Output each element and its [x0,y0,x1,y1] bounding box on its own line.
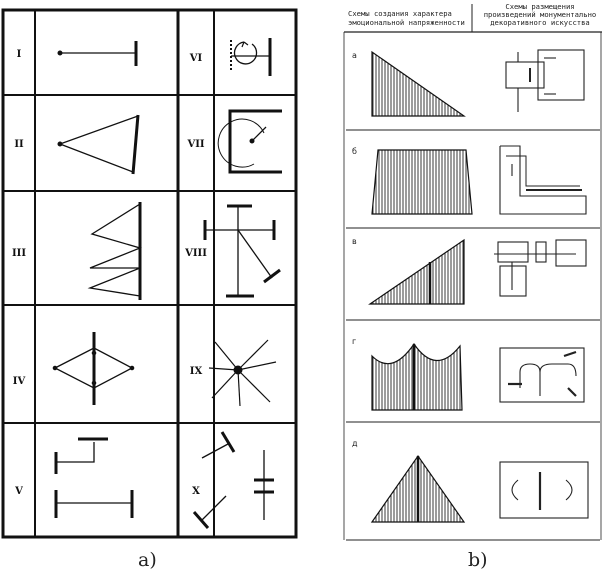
scheme-1-line [57,41,138,66]
caption-a: a) [138,549,157,571]
caption-b: b) [468,549,488,571]
scheme-2-triangle [57,114,140,175]
placement-scheme-a [505,49,585,112]
row-letter-v: в [352,237,357,246]
row-letter-g: г [352,337,356,346]
tension-shape-v [368,238,465,305]
scheme-7-frame-arc [217,109,282,174]
numeral-1: I [17,49,22,60]
numeral-8: VIII [184,248,207,259]
placement-scheme-d [499,461,589,519]
numeral-10: X [192,486,200,497]
panel-a-right-numerals: VI VII VIII IX X [184,53,207,497]
panel-b-row-letters: а б в г д [352,51,358,448]
placement-scheme-b [499,145,587,215]
numeral-3: III [12,248,26,259]
numeral-9: IX [190,366,203,377]
tension-shape-a [371,50,466,117]
header-right-line-3: декоративного искусства [490,18,590,27]
numeral-5: V [14,486,23,497]
header-left-line-1: Схемы создания характера [348,9,452,18]
panel-a-grid [1,8,298,539]
panel-b-header: Схемы создания характера эмоциональной н… [348,2,596,27]
scheme-9-radial [208,339,277,407]
row-letter-b: б [352,147,357,156]
scheme-3-zigzag [87,202,142,300]
header-right-line-2: произведений монументально [484,10,597,19]
row-letter-d: д [352,439,358,448]
numeral-7: VII [186,139,204,150]
placement-scheme-v [494,239,587,297]
header-left-line-2: эмоциональной напряженности [348,18,465,27]
tension-shape-g [371,342,463,411]
row-letter-a: а [352,51,357,60]
panel-b-grid [343,4,602,541]
numeral-2: II [14,139,24,150]
numeral-6: VI [189,53,203,64]
scheme-8-cross [203,204,281,298]
panel-a-left-numerals: I II III IV V [12,49,26,497]
scheme-4-rhombus [52,332,135,405]
tension-shape-b [371,149,473,215]
scheme-10-scattered [192,431,274,529]
scheme-5-brackets [54,437,134,518]
scheme-6-rotation [230,38,272,76]
placement-scheme-g [499,347,585,403]
numeral-4: IV [13,376,26,387]
header-right-line-1: Схемы размещения [505,2,574,11]
